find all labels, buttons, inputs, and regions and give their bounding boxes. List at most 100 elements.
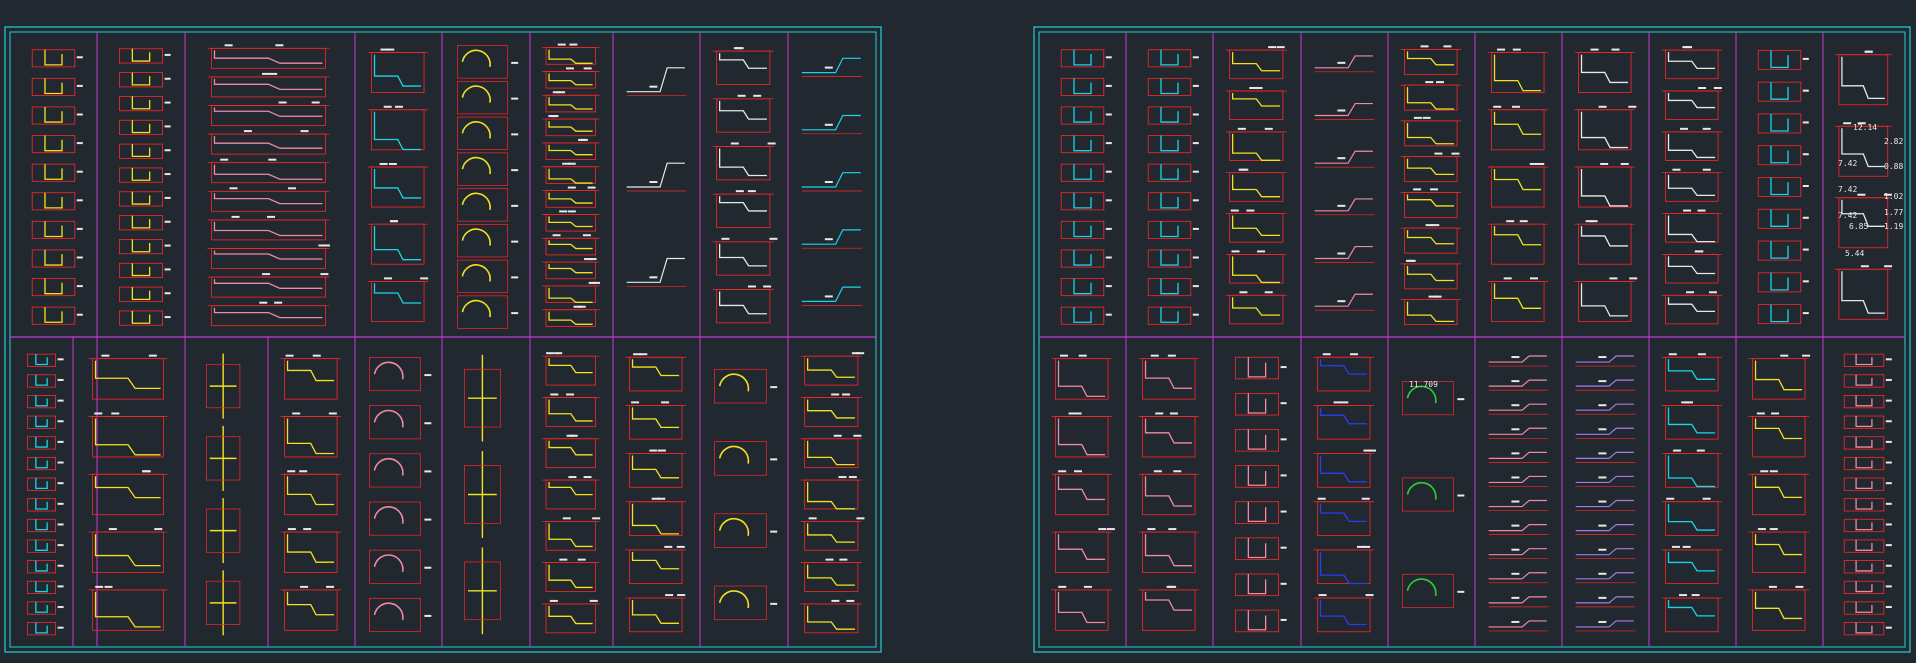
- profile-line: [213, 50, 323, 64]
- dimension-text-mark: [763, 285, 772, 288]
- profile-section: [542, 234, 600, 256]
- profile-line: [35, 539, 48, 551]
- dimension-text-mark: [578, 138, 587, 141]
- profile-section: [464, 354, 501, 442]
- profile-line: [1319, 551, 1368, 585]
- dimension-text-mark: [565, 67, 574, 70]
- dimension-text-mark: [288, 187, 297, 190]
- profile-line: [213, 164, 323, 180]
- dimension-text-mark: [1511, 404, 1520, 407]
- dimension-text-mark: [220, 158, 229, 161]
- profile-line: [1247, 501, 1267, 523]
- profile-section: [1314, 198, 1375, 216]
- profile-line: [1855, 519, 1873, 531]
- profile-section: [88, 528, 168, 573]
- dimension-text-mark: [1155, 412, 1164, 415]
- dimension-text-mark: [1843, 122, 1852, 125]
- profile-line: [1406, 230, 1455, 245]
- profile-section: [714, 441, 778, 476]
- profile-line: [1488, 427, 1547, 435]
- profile-line: [1855, 354, 1873, 366]
- profile-section: [1147, 106, 1199, 125]
- profile-line: [1770, 177, 1789, 196]
- profile-section: [1060, 220, 1112, 239]
- dimension-box: [1147, 192, 1192, 211]
- profile-section: [26, 622, 64, 636]
- profile-section: [457, 259, 519, 293]
- dimension-box: [26, 498, 57, 512]
- dimension-box: [457, 116, 508, 150]
- dimension-text-mark: [1708, 291, 1717, 294]
- dimension-text-mark: [1192, 113, 1199, 116]
- profile-line: [718, 148, 767, 177]
- dimension-box: [26, 580, 57, 594]
- dimension-text-mark: [1192, 313, 1199, 316]
- dimension-text-mark: [164, 244, 171, 247]
- dimension-box: [1235, 501, 1280, 524]
- dimension-label: 1.02: [1884, 192, 1903, 201]
- dimension-text-mark: [649, 449, 658, 452]
- profile-line: [1667, 133, 1716, 159]
- dimension-box: [119, 143, 164, 159]
- sheet-right-top-columns: [1125, 32, 1824, 337]
- profile-line: [35, 374, 48, 386]
- dimension-text-mark: [1697, 353, 1706, 356]
- dimension-box: [1402, 381, 1454, 416]
- profile-line: [1770, 113, 1789, 132]
- dimension-text-mark: [383, 105, 392, 108]
- dimension-text-mark: [839, 558, 848, 561]
- profile-line: [1406, 122, 1455, 145]
- profile-line: [1855, 457, 1873, 469]
- profile-line: [1667, 52, 1716, 70]
- profile-section: [367, 105, 429, 151]
- dimension-text-mark: [1280, 438, 1287, 441]
- dimension-text-mark: [386, 48, 395, 51]
- profile-line: [1841, 271, 1885, 314]
- dimension-text-mark: [557, 91, 566, 94]
- profile-section: [1575, 403, 1636, 415]
- dimension-text-mark: [1254, 86, 1263, 89]
- dimension-box: [1147, 49, 1192, 68]
- dimension-text-mark: [1696, 449, 1705, 452]
- dimension-text-mark: [261, 72, 270, 75]
- dimension-text-mark: [1431, 224, 1440, 227]
- dimension-box: [1235, 465, 1280, 488]
- profile-line: [1144, 418, 1193, 444]
- dimension-text-mark: [851, 352, 860, 355]
- profile-section: [1574, 220, 1636, 265]
- dimension-text-mark: [1780, 354, 1789, 357]
- dimension-text-mark: [1598, 596, 1607, 599]
- dimension-text-mark: [164, 268, 171, 271]
- profile-line: [1667, 455, 1716, 488]
- profile-line: [35, 416, 48, 428]
- profile-section: [1843, 518, 1892, 533]
- dimension-text-mark: [1511, 548, 1520, 551]
- dimension-text-mark: [1276, 46, 1285, 49]
- profile-line: [801, 286, 861, 302]
- dimension-box: [26, 374, 57, 388]
- profile-section: [1400, 295, 1462, 326]
- sheet-left-top-columns: [96, 32, 789, 337]
- profile-section: [1488, 355, 1549, 367]
- profile-section: [625, 497, 687, 536]
- profile-section: [542, 305, 600, 327]
- profile-section: [457, 116, 519, 150]
- profile-section: [31, 163, 83, 182]
- dimension-box: [119, 72, 164, 88]
- sheet-left-inner-frame: [9, 31, 877, 648]
- dimension-box: [1147, 77, 1192, 96]
- profile-section: [1138, 470, 1200, 516]
- dimension-box: [206, 508, 241, 553]
- profile-line: [1247, 357, 1267, 378]
- profile-section: [1661, 401, 1723, 440]
- dimension-text-mark: [1153, 470, 1162, 473]
- dimension-text-mark: [1682, 545, 1691, 548]
- dimension-box: [31, 77, 76, 96]
- profile-line: [1488, 596, 1547, 604]
- profile-section: [800, 476, 862, 510]
- dimension-text-mark: [1885, 440, 1892, 443]
- dimension-text-mark: [1609, 277, 1618, 280]
- profile-section: [626, 67, 687, 97]
- dimension-label: 5.44: [1845, 249, 1864, 258]
- dimension-text-mark: [1598, 428, 1607, 431]
